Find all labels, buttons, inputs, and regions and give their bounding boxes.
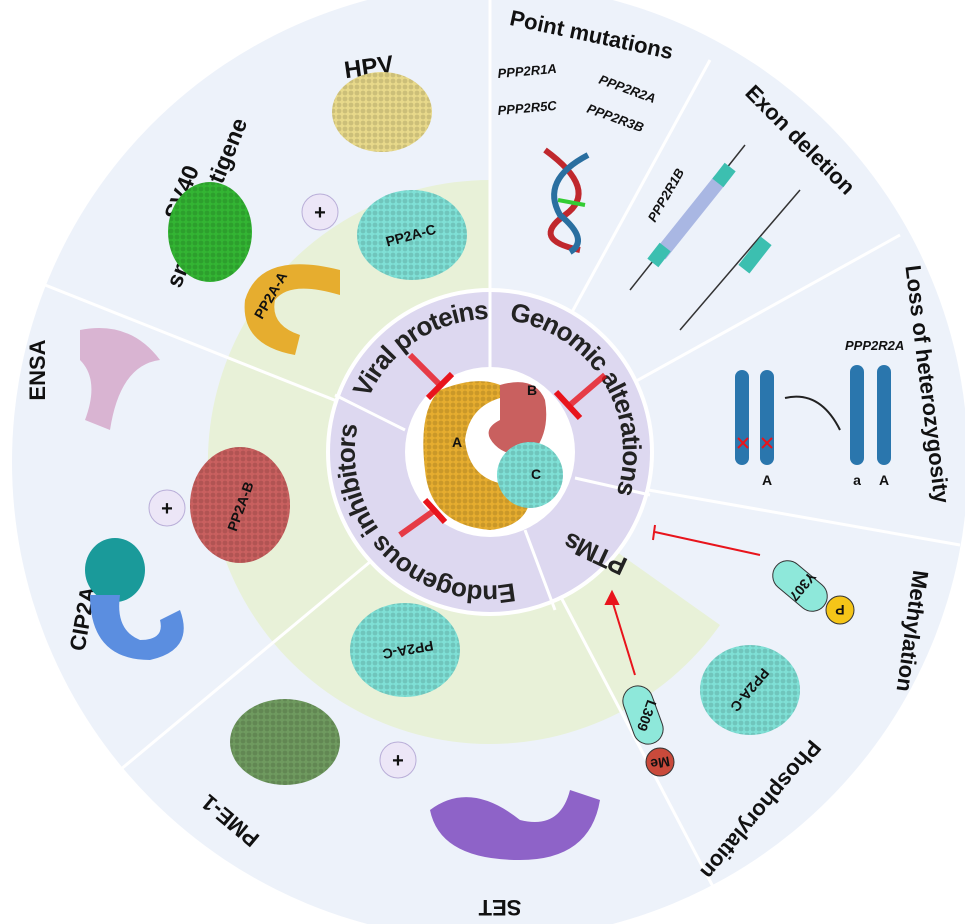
pp2a-c-bottom: PP2A-C [350, 603, 460, 697]
pme1-protein [230, 699, 340, 785]
plus-icon-left: + [148, 489, 186, 527]
cip2a-protein [85, 538, 184, 660]
svg-text:+: + [161, 498, 173, 520]
svg-text:+: + [392, 750, 404, 772]
exon-deletion-schematic [629, 144, 801, 331]
ptm-arrows [604, 524, 761, 676]
chromosomes-icon [735, 365, 891, 465]
pp2a-b-protein: PP2A-B [190, 447, 290, 563]
sv40-protein [168, 182, 252, 282]
allele-a-label: a [853, 472, 861, 488]
dna-icon [543, 147, 590, 255]
gene-ppp2r5c: PPP2R5C [497, 98, 558, 118]
gene-ppp2r1a: PPP2R1A [497, 61, 557, 81]
pp2a-c-top: PP2A-C [357, 190, 467, 280]
hpv-protein [332, 72, 432, 152]
ensa-protein [80, 328, 160, 430]
svg-text:+: + [314, 202, 326, 224]
l309-methyl-tag: L309 Me [622, 685, 675, 777]
plus-icon-bottom: + [379, 741, 417, 779]
deletion-cross-icon [737, 437, 773, 449]
gene-loh-ppp2r2a: PPP2R2A [845, 338, 904, 353]
y307-phospho-tag: Y307 P [772, 560, 855, 625]
subunit-c-label: C [531, 466, 541, 482]
pp2a-c-ptm: PP2A-C [700, 645, 800, 735]
plus-icon-top: + [301, 193, 339, 231]
label-ensa: ENSA [25, 339, 50, 400]
label-set: SET [478, 895, 521, 920]
svg-text:P: P [835, 602, 844, 618]
svg-text:Me: Me [649, 753, 671, 772]
allele-lost-label: A [762, 472, 772, 488]
allele-A-label: A [879, 472, 889, 488]
subunit-b-label: B [527, 382, 537, 398]
subunit-a-label: A [452, 434, 462, 450]
pp2a-holoenzyme: A B C [423, 381, 563, 530]
inhibition-arrows [398, 352, 607, 538]
ring-dividers [334, 290, 651, 611]
set-protein [430, 790, 600, 860]
